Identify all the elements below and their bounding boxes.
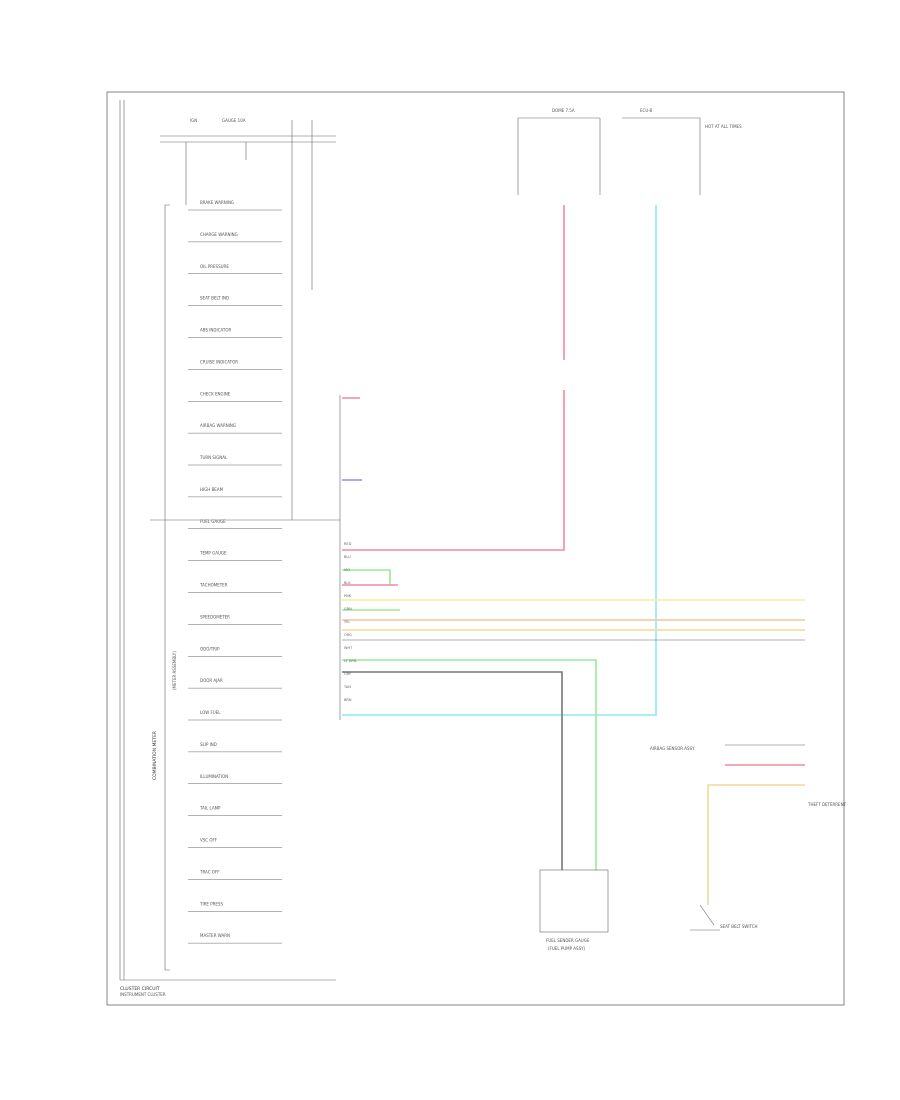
- meter-item-label: SPEEDOMETER: [200, 614, 230, 619]
- meter-item-label: TURN SIGNAL: [199, 455, 228, 460]
- fuse-gauge-label: GAUGE 10A: [222, 118, 246, 123]
- theft-label: THEFT DETERRENT: [807, 802, 847, 807]
- fuel-sender-sub-label: (FUEL PUMP ASSY): [548, 946, 586, 951]
- meter-item-label: TAIL LAMP: [199, 806, 221, 811]
- wire-gray-to-sender: [342, 671, 563, 870]
- meter-item-label: DOOR AJAR: [200, 678, 223, 683]
- wire-color-label: BLU: [344, 555, 351, 559]
- footer-title: CLUSTER CIRCUIT: [120, 986, 160, 992]
- meter-item-label: MASTER WARN: [200, 933, 230, 938]
- wire-color-label: WHT: [344, 646, 353, 650]
- wire-green-short: [342, 569, 391, 585]
- meter-module-vertical-label: COMBINATION METER: [152, 731, 158, 780]
- wire-tan-lr: [707, 784, 805, 905]
- wire-color-label: BRN: [344, 698, 352, 702]
- fuel-sender-label: FUEL SENDER GAUGE: [546, 938, 590, 943]
- fuel-sender-box: [539, 869, 609, 933]
- meter-item-label: TACHOMETER: [199, 583, 228, 588]
- meter-item-label: BRAKE WARNING: [200, 200, 234, 205]
- meter-item-label: CRUISE INDICATOR: [200, 359, 238, 364]
- wire-color-label: BLK: [344, 581, 351, 585]
- meter-item-label: OIL PRESSURE: [200, 264, 229, 269]
- fuse-hot-label: HOT AT ALL TIMES: [705, 124, 742, 129]
- fuse-dome-label: DOME 7.5A: [552, 108, 575, 113]
- wire-color-label: RED: [344, 542, 352, 546]
- wire-color-label: GRN: [344, 607, 352, 611]
- meter-item-label: CHECK ENGINE: [200, 391, 231, 396]
- relay-box-left: [517, 117, 601, 195]
- wire-red-main: [342, 205, 565, 551]
- meter-item-label: SLIP IND: [200, 742, 217, 747]
- meter-item-label: HIGH BEAM: [200, 487, 224, 492]
- meter-item-label: AIRBAG WARNING: [200, 423, 236, 428]
- meter-item-label: ODO/TRIP: [200, 646, 220, 651]
- meter-item-label: TEMP GAUGE: [199, 551, 227, 556]
- footer-sub: INSTRUMENT CLUSTER: [120, 992, 166, 997]
- wire-color-label: YEL: [344, 620, 350, 624]
- wire-color-label: PNK: [344, 594, 352, 598]
- meter-item-label: ILLUMINATION: [200, 774, 228, 779]
- meter-item-label: ABS INDICATOR: [200, 328, 231, 333]
- meter-bracket: [164, 204, 170, 971]
- seatbelt-label: SEAT BELT SWITCH: [720, 924, 758, 929]
- fuse-ign-label: IGN: [190, 118, 197, 123]
- meter-item-label: CHARGE WARNING: [200, 232, 238, 237]
- wire-color-label: LT GRN: [344, 659, 357, 663]
- wire-color-label: TAN: [343, 685, 351, 689]
- wire-color-label: VIO: [344, 568, 350, 572]
- meter-item-label: LOW FUEL: [200, 710, 221, 715]
- meter-item-label: SEAT BELT IND: [200, 296, 229, 301]
- wire-label-column: RED BLU VIO BLK PNK GRN YEL ORG WHT LT GRN GRY TAN B…: [343, 542, 357, 702]
- wire-color-label: GRY: [344, 672, 352, 676]
- meter-rows: BRAKE WARNING CHARGE WARNING OIL PRESSURE S…: [188, 200, 282, 944]
- fuse-ecub-label: ECU-B: [640, 108, 653, 113]
- airbag-label: AIRBAG SENSOR ASSY: [650, 746, 695, 751]
- meter-item-label: TRAC OFF: [199, 869, 220, 874]
- seatbelt-switch-symbol: [690, 904, 720, 931]
- meter-item-label: VSC OFF: [200, 838, 218, 843]
- wire-color-label: ORG: [344, 633, 352, 637]
- meter-item-label: FUEL GAUGE: [200, 519, 226, 524]
- wire-cyan-main: [342, 205, 657, 716]
- meter-item-label: TIRE PRESS: [199, 901, 223, 906]
- diagram-frame: [106, 91, 845, 1006]
- meter-module-sub-vertical-label: (METER ASSEMBLY): [172, 651, 177, 690]
- relay-box-right: [622, 117, 701, 195]
- wire-green-to-sender: [342, 659, 597, 870]
